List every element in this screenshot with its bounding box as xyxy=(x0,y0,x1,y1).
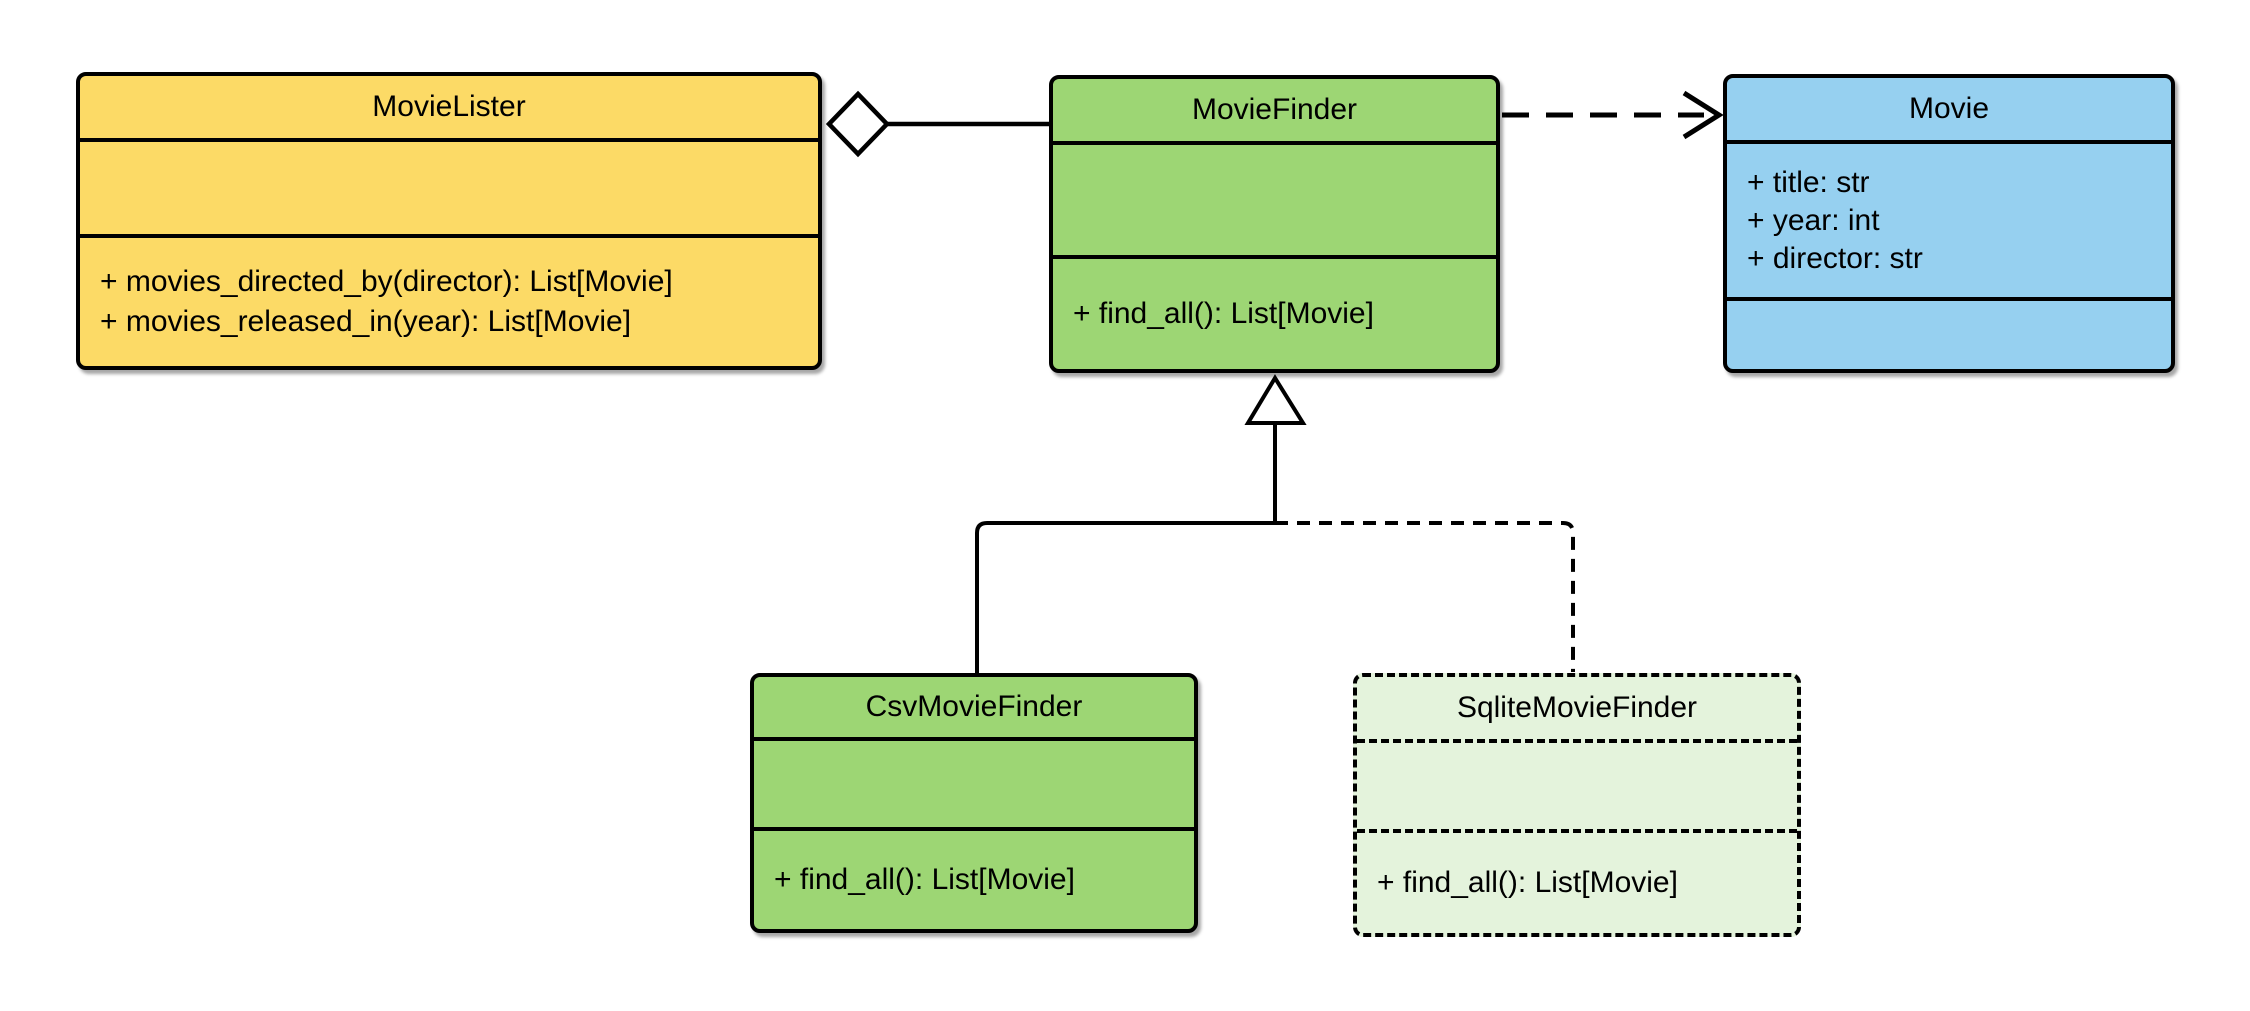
class-sqlitemoviefinder-attributes xyxy=(1357,743,1797,829)
class-csvmoviefinder: CsvMovieFinder + find_all(): List[Movie] xyxy=(750,673,1198,933)
class-csvmoviefinder-attributes xyxy=(754,741,1194,827)
class-movielister-attributes xyxy=(80,142,818,234)
class-sqlitemoviefinder-methods: + find_all(): List[Movie] xyxy=(1357,829,1797,933)
class-csvmoviefinder-title: CsvMovieFinder xyxy=(754,677,1194,741)
inheritance-triangle-icon xyxy=(1244,374,1307,425)
class-moviefinder-methods: + find_all(): List[Movie] xyxy=(1053,255,1496,369)
class-movie: Movie + title: str + year: int + directo… xyxy=(1723,74,2175,373)
class-movielister-title: MovieLister xyxy=(80,76,818,142)
method-movies-directed-by: + movies_directed_by(director): List[Mov… xyxy=(100,265,673,298)
method-find-all: + find_all(): List[Movie] xyxy=(1073,297,1374,330)
class-csvmoviefinder-methods: + find_all(): List[Movie] xyxy=(754,827,1194,929)
class-moviefinder: MovieFinder + find_all(): List[Movie] xyxy=(1049,75,1500,373)
method-find-all: + find_all(): List[Movie] xyxy=(1377,866,1678,899)
class-movielister: MovieLister + movies_directed_by(directo… xyxy=(76,72,822,370)
inheritance-branch-csv-line xyxy=(975,521,1275,673)
inheritance-branch-sqlite-line xyxy=(1275,521,1575,672)
class-movie-attributes: + title: str + year: int + director: str xyxy=(1727,144,2171,297)
attribute-director: + director: str xyxy=(1747,241,1923,275)
class-moviefinder-title: MovieFinder xyxy=(1053,79,1496,145)
class-movie-title: Movie xyxy=(1727,78,2171,144)
class-movie-methods xyxy=(1727,297,2171,369)
dependency-arrowhead-icon xyxy=(1682,90,1724,140)
class-moviefinder-attributes xyxy=(1053,145,1496,255)
class-sqlitemoviefinder: SqliteMovieFinder + find_all(): List[Mov… xyxy=(1353,673,1801,937)
aggregation-diamond-icon xyxy=(825,90,891,158)
class-movielister-methods: + movies_directed_by(director): List[Mov… xyxy=(80,234,818,366)
method-movies-released-in: + movies_released_in(year): List[Movie] xyxy=(100,305,632,338)
attribute-year: + year: int xyxy=(1747,203,1880,237)
class-sqlitemoviefinder-title: SqliteMovieFinder xyxy=(1357,677,1797,743)
attribute-title: + title: str xyxy=(1747,165,1870,199)
method-find-all: + find_all(): List[Movie] xyxy=(774,863,1075,896)
